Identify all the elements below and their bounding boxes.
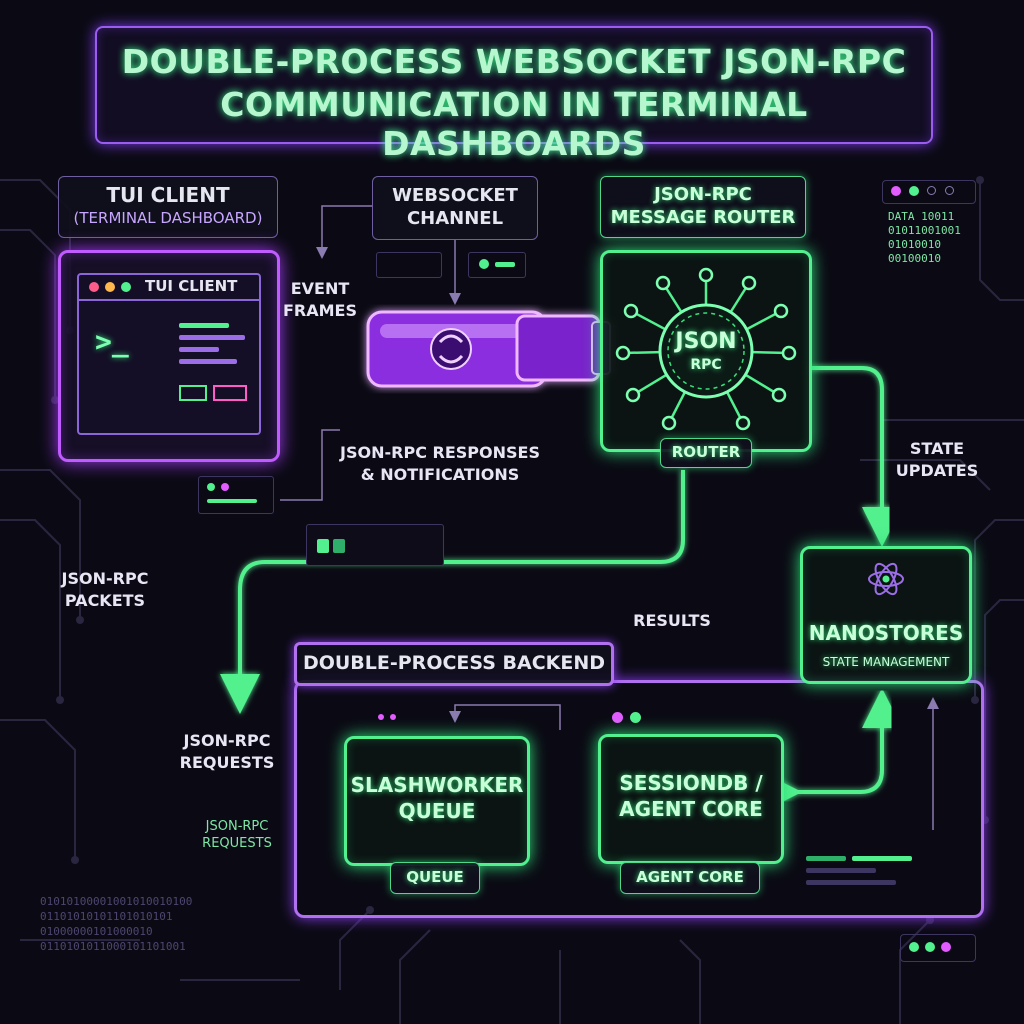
nanostores-subtitle: STATE MANAGEMENT	[822, 655, 950, 669]
window-dot-icon	[630, 712, 641, 723]
agent-core-tag-label: AGENT CORE	[636, 868, 744, 886]
nanostores-box: NANOSTORES STATE MANAGEMENT	[800, 546, 972, 684]
websocket-label-line-2: CHANNEL	[406, 208, 504, 229]
signal-widget	[376, 252, 442, 278]
router-hub-graphic	[615, 267, 797, 431]
packets-caption: JSON-RPC PACKETS	[50, 568, 160, 612]
binary-line: 01011001001	[888, 224, 961, 237]
atom-icon	[868, 562, 904, 596]
packet-widget	[198, 476, 274, 514]
router-label-line-1: JSON-RPC	[654, 184, 752, 205]
terminal-prompt-icon: >_	[95, 325, 129, 358]
event-frames-caption: EVENT FRAMES	[280, 278, 360, 322]
terminal-line-bar	[179, 335, 245, 340]
status-widget	[468, 252, 526, 278]
binary-stream-top-right: DATA 10011 01011001001 01010010 00100010	[888, 210, 961, 266]
binary-stream-bottom-left: 01010100001001010010100 0110101010110101…	[40, 894, 192, 954]
terminal-line-bar	[179, 347, 219, 352]
requests-caption-b: JSON-RPC REQUESTS	[182, 818, 292, 852]
requests-a-line-1: JSON-RPC	[183, 731, 271, 750]
title-line-1: DOUBLE-PROCESS WEBSOCKET JSON-RPC	[121, 42, 907, 81]
message-router-label: JSON-RPC MESSAGE ROUTER	[600, 176, 806, 238]
responses-caption: JSON-RPC RESPONSES & NOTIFICATIONS	[340, 442, 540, 486]
sessiondb-line-1: SESSIONDB /	[619, 771, 763, 795]
sessiondb-line-2: AGENT CORE	[619, 797, 763, 821]
binary-line: 01010010	[888, 238, 941, 251]
tui-client-label: TUI CLIENT (TERMINAL DASHBOARD)	[58, 176, 278, 238]
websocket-channel-label: WEBSOCKET CHANNEL	[372, 176, 538, 240]
backend-label-text: DOUBLE-PROCESS BACKEND	[302, 652, 606, 674]
websocket-tube	[366, 310, 611, 388]
backend-label: DOUBLE-PROCESS BACKEND	[294, 642, 614, 686]
terminal-line-bar	[179, 323, 229, 328]
requests-caption-a: JSON-RPC REQUESTS	[172, 730, 282, 774]
responses-line-1: JSON-RPC RESPONSES	[340, 443, 540, 462]
router-core-label-2: RPC	[690, 357, 722, 373]
window-dot-icon	[612, 712, 623, 723]
status-dot-icon	[925, 942, 935, 952]
binary-line: 00100010	[888, 252, 941, 265]
state-updates-line-1: STATE	[909, 439, 965, 458]
requests-b-line-2: REQUESTS	[202, 836, 272, 851]
queue-tag: QUEUE	[390, 862, 480, 894]
requests-a-line-2: REQUESTS	[179, 753, 275, 772]
window-dot-icon	[390, 714, 396, 720]
window-dot-icon	[927, 186, 936, 195]
event-frames-line-1: EVENT	[290, 279, 350, 298]
slashworker-queue-box: SLASHWORKER QUEUE	[344, 736, 530, 866]
router-tag-label: ROUTER	[671, 443, 741, 461]
window-maximize-dot-icon	[121, 282, 131, 292]
state-updates-caption: STATE UPDATES	[892, 438, 982, 482]
status-dot-icon	[909, 942, 919, 952]
slashworker-line-1: SLASHWORKER	[350, 773, 524, 797]
requests-b-line-1: JSON-RPC	[205, 819, 269, 834]
binary-line: 01000000101000010	[40, 925, 153, 938]
status-dot-icon	[479, 259, 489, 269]
terminal-line-bar	[179, 359, 237, 364]
json-rpc-router-box: JSON RPC	[600, 250, 812, 452]
results-caption: RESULTS	[633, 611, 711, 630]
router-label-line-2: MESSAGE ROUTER	[610, 207, 796, 228]
tui-client-label-title: TUI CLIENT	[106, 183, 230, 207]
window-dot-icon	[909, 186, 919, 196]
title-banner: DOUBLE-PROCESS WEBSOCKET JSON-RPC COMMUN…	[95, 26, 933, 163]
tui-client-label-subtitle: (TERMINAL DASHBOARD)	[73, 209, 263, 227]
window-minimize-dot-icon	[105, 282, 115, 292]
bottom-right-bars	[806, 852, 930, 900]
tui-window-title: TUI CLIENT	[145, 277, 238, 295]
sessiondb-agent-core-box: SESSIONDB / AGENT CORE	[598, 734, 784, 864]
nanostores-title: NANOSTORES	[808, 621, 964, 645]
terminal-widget-green	[179, 385, 207, 401]
title-line-2: COMMUNICATION IN TERMINAL DASHBOARDS	[220, 85, 808, 163]
status-dot-icon	[941, 942, 951, 952]
tui-client-window: TUI CLIENT >_	[77, 273, 261, 435]
tui-client-box: TUI CLIENT >_	[58, 250, 280, 462]
binary-line: 0110101011000101101001	[40, 940, 186, 953]
slashworker-line-2: QUEUE	[398, 799, 476, 823]
event-frames-line-2: FRAMES	[282, 301, 357, 320]
packets-line-1: JSON-RPC	[61, 569, 149, 588]
window-close-dot-icon	[89, 282, 99, 292]
double-process-backend-container	[294, 680, 984, 918]
window-dot-icon	[891, 186, 901, 196]
packets-line-2: PACKETS	[64, 591, 146, 610]
pipeline-widget	[306, 524, 444, 566]
agent-core-tag: AGENT CORE	[620, 862, 760, 894]
router-core-label-1: JSON	[675, 329, 737, 354]
binary-line: 01010100001001010010100	[40, 895, 193, 908]
terminal-widget-pink	[213, 385, 247, 401]
window-dot-icon	[945, 186, 954, 195]
binary-line: 01101010101101010101	[40, 910, 173, 923]
state-updates-line-2: UPDATES	[895, 461, 979, 480]
bottom-right-status	[900, 934, 976, 962]
tui-window-titlebar: TUI CLIENT	[79, 275, 259, 301]
websocket-label-line-1: WEBSOCKET	[392, 185, 518, 206]
responses-line-2: & NOTIFICATIONS	[360, 465, 520, 484]
queue-tag-label: QUEUE	[406, 868, 464, 886]
binary-line: DATA 10011	[888, 210, 955, 223]
mini-window-top-right	[882, 180, 976, 204]
router-tag: ROUTER	[660, 438, 752, 468]
window-dot-icon	[378, 714, 384, 720]
